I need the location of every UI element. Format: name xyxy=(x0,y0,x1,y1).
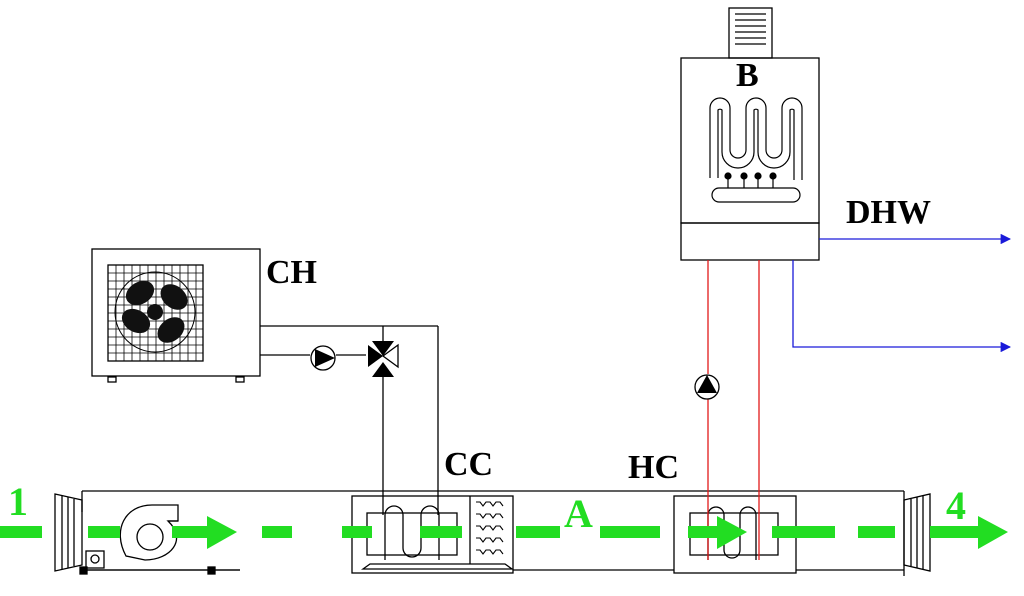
arrow-icon xyxy=(978,516,1008,549)
airflow-dash xyxy=(600,526,660,538)
dhw-label: DHW xyxy=(846,194,931,231)
chilled-water-piping xyxy=(260,325,439,515)
fan-icon xyxy=(107,264,204,362)
state-a-label: A xyxy=(564,491,593,536)
arrow-icon xyxy=(717,516,747,549)
airflow-dash xyxy=(420,526,462,538)
airflow-dash xyxy=(516,526,560,538)
inlet-damper-icon xyxy=(54,493,83,572)
heat-exchanger-icon xyxy=(709,97,803,180)
boiler-label: B xyxy=(736,57,759,94)
airflow-dash xyxy=(688,526,717,538)
airflow-dash xyxy=(342,526,372,538)
airflow-path xyxy=(0,516,1008,549)
airflow-dash xyxy=(0,526,42,538)
boiler-unit xyxy=(680,7,820,261)
heating-coil-label: HC xyxy=(628,449,679,486)
airflow-dash xyxy=(858,526,895,538)
cooling-coil-label: CC xyxy=(444,446,493,483)
airflow-dash xyxy=(262,526,292,538)
state-4-label: 4 xyxy=(946,483,966,528)
outlet-damper-icon xyxy=(903,493,931,572)
arrow-icon xyxy=(207,516,237,549)
three-way-valve-icon xyxy=(368,341,399,377)
chiller-unit xyxy=(91,248,261,383)
pump-icon xyxy=(694,374,720,400)
airflow-dash xyxy=(88,526,120,538)
pump-icon xyxy=(310,345,336,371)
airflow-dash xyxy=(772,526,835,538)
airflow-dash xyxy=(930,526,978,538)
burner-icon xyxy=(711,172,801,203)
supply-fan-icon xyxy=(79,504,240,575)
airflow-dash xyxy=(172,526,207,538)
eliminator-icon xyxy=(476,501,504,555)
domestic-water-piping xyxy=(792,233,1012,353)
state-1-label: 1 xyxy=(8,479,28,524)
hot-water-piping xyxy=(707,260,760,560)
chiller-label: CH xyxy=(266,254,317,291)
